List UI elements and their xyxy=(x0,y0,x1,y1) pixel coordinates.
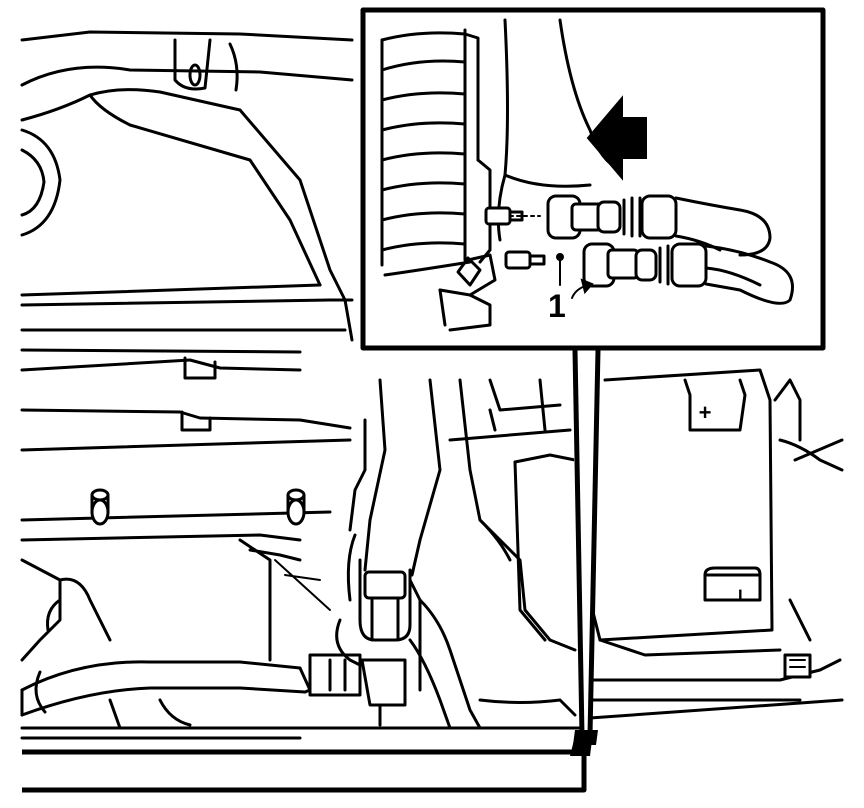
battery-plus-sign: + xyxy=(699,400,712,425)
coolant-hose-main xyxy=(363,378,482,730)
reservoir-section xyxy=(448,378,577,717)
engine-cover xyxy=(20,30,354,354)
radiator-core xyxy=(380,18,622,332)
callout-number-1: 1 xyxy=(548,288,566,324)
coolant-hoses xyxy=(674,196,794,305)
hose-connector-upper xyxy=(484,194,678,240)
inset-leader xyxy=(22,349,601,793)
intake-manifold xyxy=(20,356,352,542)
lower-engine-block xyxy=(20,538,582,740)
direction-arrow xyxy=(586,95,647,181)
hose-connector-lower xyxy=(504,242,708,288)
detail-inset-frame xyxy=(360,7,826,351)
battery: + − xyxy=(586,368,844,720)
battery-minus-sign: − xyxy=(728,589,753,602)
connector-housing xyxy=(308,418,422,727)
callout-leader xyxy=(571,278,594,299)
